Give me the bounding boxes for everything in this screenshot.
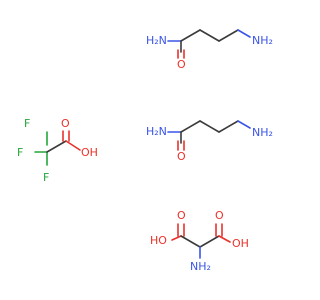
fluorine-left-label: F: [17, 146, 23, 159]
bond-c2-c3: [199, 29, 220, 42]
bond-c2-c3: [199, 120, 220, 133]
carbonyl-o-label: O: [177, 150, 186, 163]
molecule-aminomalonic-acid: HO O O OH NH₂: [150, 209, 249, 273]
amine-nh2-label: NH₂: [252, 126, 273, 139]
carbonyl-o-label: O: [177, 58, 186, 71]
amide-h2n-label: H₂N: [146, 34, 167, 47]
fluorine-bottom-label: F: [43, 171, 49, 184]
bond-c3-c4: [218, 120, 239, 133]
right-hydroxyl-label: OH: [232, 237, 249, 250]
molecule-gaba-amide-middle: H₂N O NH₂: [146, 120, 273, 163]
bond-c-oh: [65, 140, 81, 151]
fluorine-top-label: F: [24, 117, 30, 130]
left-hydroxyl-label: HO: [150, 234, 167, 247]
right-carbonyl-o-label: O: [215, 209, 224, 222]
amide-h2n-label: H₂N: [146, 125, 167, 138]
bond-c3-c4: [218, 29, 239, 42]
bond-amine-n: [237, 120, 251, 129]
bond-right-c-oh: [218, 235, 231, 243]
bond-c1-c2: [180, 29, 201, 42]
bond-ch-right-c: [199, 235, 220, 248]
chemical-structure-canvas: H₂N O NH₂ F F F O OH H₂N O NH₂: [17, 29, 273, 273]
bond-amine-n: [237, 29, 251, 38]
bond-c1-c2: [180, 120, 201, 133]
molecule-trifluoroacetic-acid: F F F O OH: [17, 117, 98, 184]
carbonyl-o-label: O: [61, 117, 70, 130]
molecule-gaba-amide-top: H₂N O NH₂: [146, 29, 273, 71]
bond-left-c-ch: [180, 235, 201, 248]
left-carbonyl-o-label: O: [177, 209, 186, 222]
bond-cf3-c: [46, 140, 67, 153]
amine-nh2-label: NH₂: [190, 260, 211, 273]
amine-nh2-label: NH₂: [252, 34, 273, 47]
molecule-diagram: H₂N O NH₂ F F F O OH H₂N O NH₂: [17, 29, 273, 273]
bond-left-c-oh: [171, 235, 182, 241]
hydroxyl-oh-label: OH: [81, 146, 98, 159]
